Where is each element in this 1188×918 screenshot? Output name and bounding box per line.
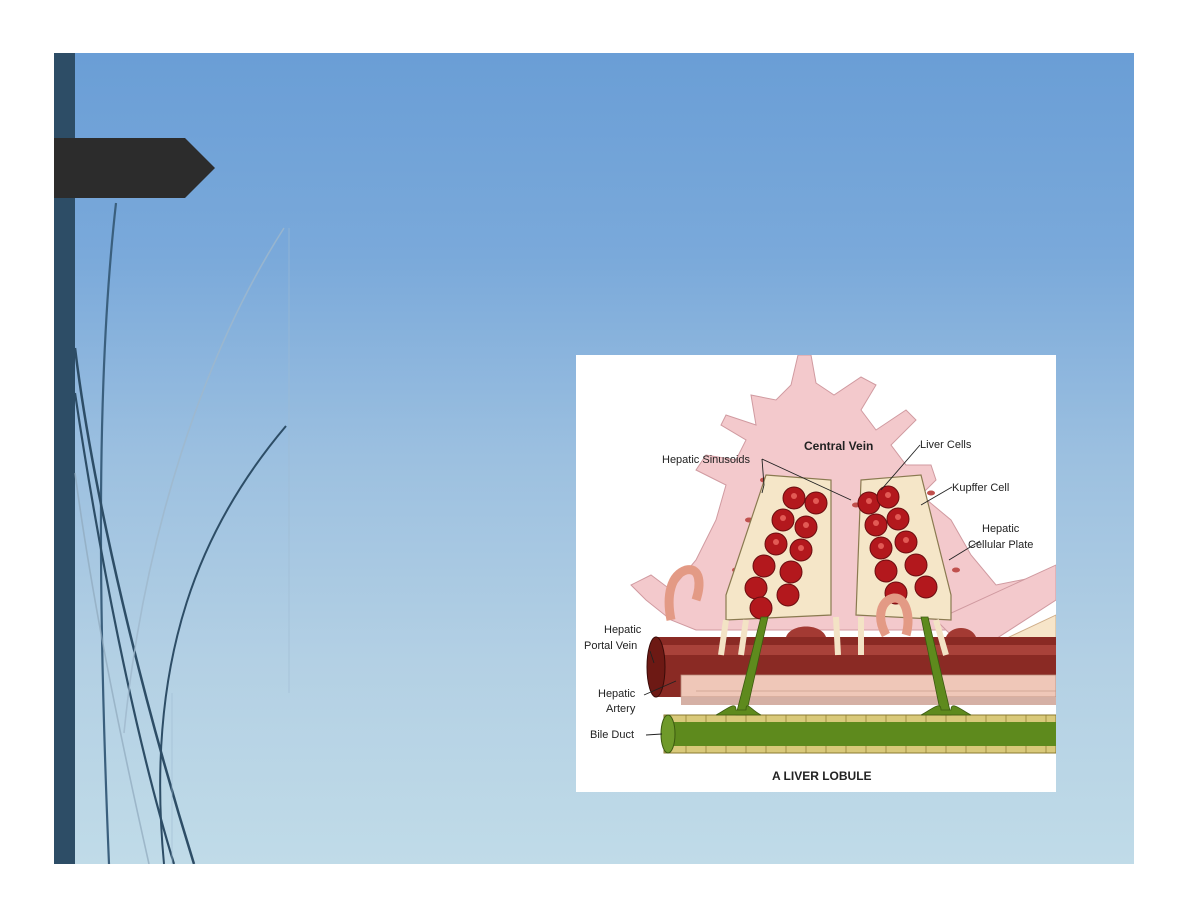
label-hepatic-cellular-plate-2: Cellular Plate bbox=[968, 539, 1033, 551]
figure-title: A LIVER LOBULE bbox=[772, 769, 872, 783]
label-kupffer-cell: Kupffer Cell bbox=[952, 482, 1009, 494]
slide: Central Vein Liver Cells Hepatic Sinusoi… bbox=[54, 53, 1134, 864]
label-hepatic-artery-1: Hepatic bbox=[598, 688, 636, 700]
label-bile-duct: Bile Duct bbox=[590, 729, 634, 741]
label-pointers bbox=[643, 444, 981, 736]
label-central-vein: Central Vein bbox=[804, 439, 873, 453]
accent-bar bbox=[54, 53, 75, 864]
label-hepatic-cellular-plate-1: Hepatic bbox=[982, 523, 1020, 535]
liver-lobule-figure: Central Vein Liver Cells Hepatic Sinusoi… bbox=[576, 355, 1056, 792]
label-liver-cells: Liver Cells bbox=[920, 439, 972, 451]
decorative-curves bbox=[73, 202, 290, 864]
label-hepatic-portal-vein-1: Hepatic bbox=[604, 624, 642, 636]
title-arrow bbox=[54, 138, 215, 198]
label-hepatic-sinusoids: Hepatic Sinusoids bbox=[662, 454, 751, 466]
label-hepatic-portal-vein-2: Portal Vein bbox=[584, 640, 637, 652]
hepatic-artery bbox=[680, 674, 1056, 698]
label-hepatic-artery-2: Artery bbox=[606, 703, 636, 715]
liver-lobule-diagram: Central Vein Liver Cells Hepatic Sinusoi… bbox=[584, 355, 1056, 783]
